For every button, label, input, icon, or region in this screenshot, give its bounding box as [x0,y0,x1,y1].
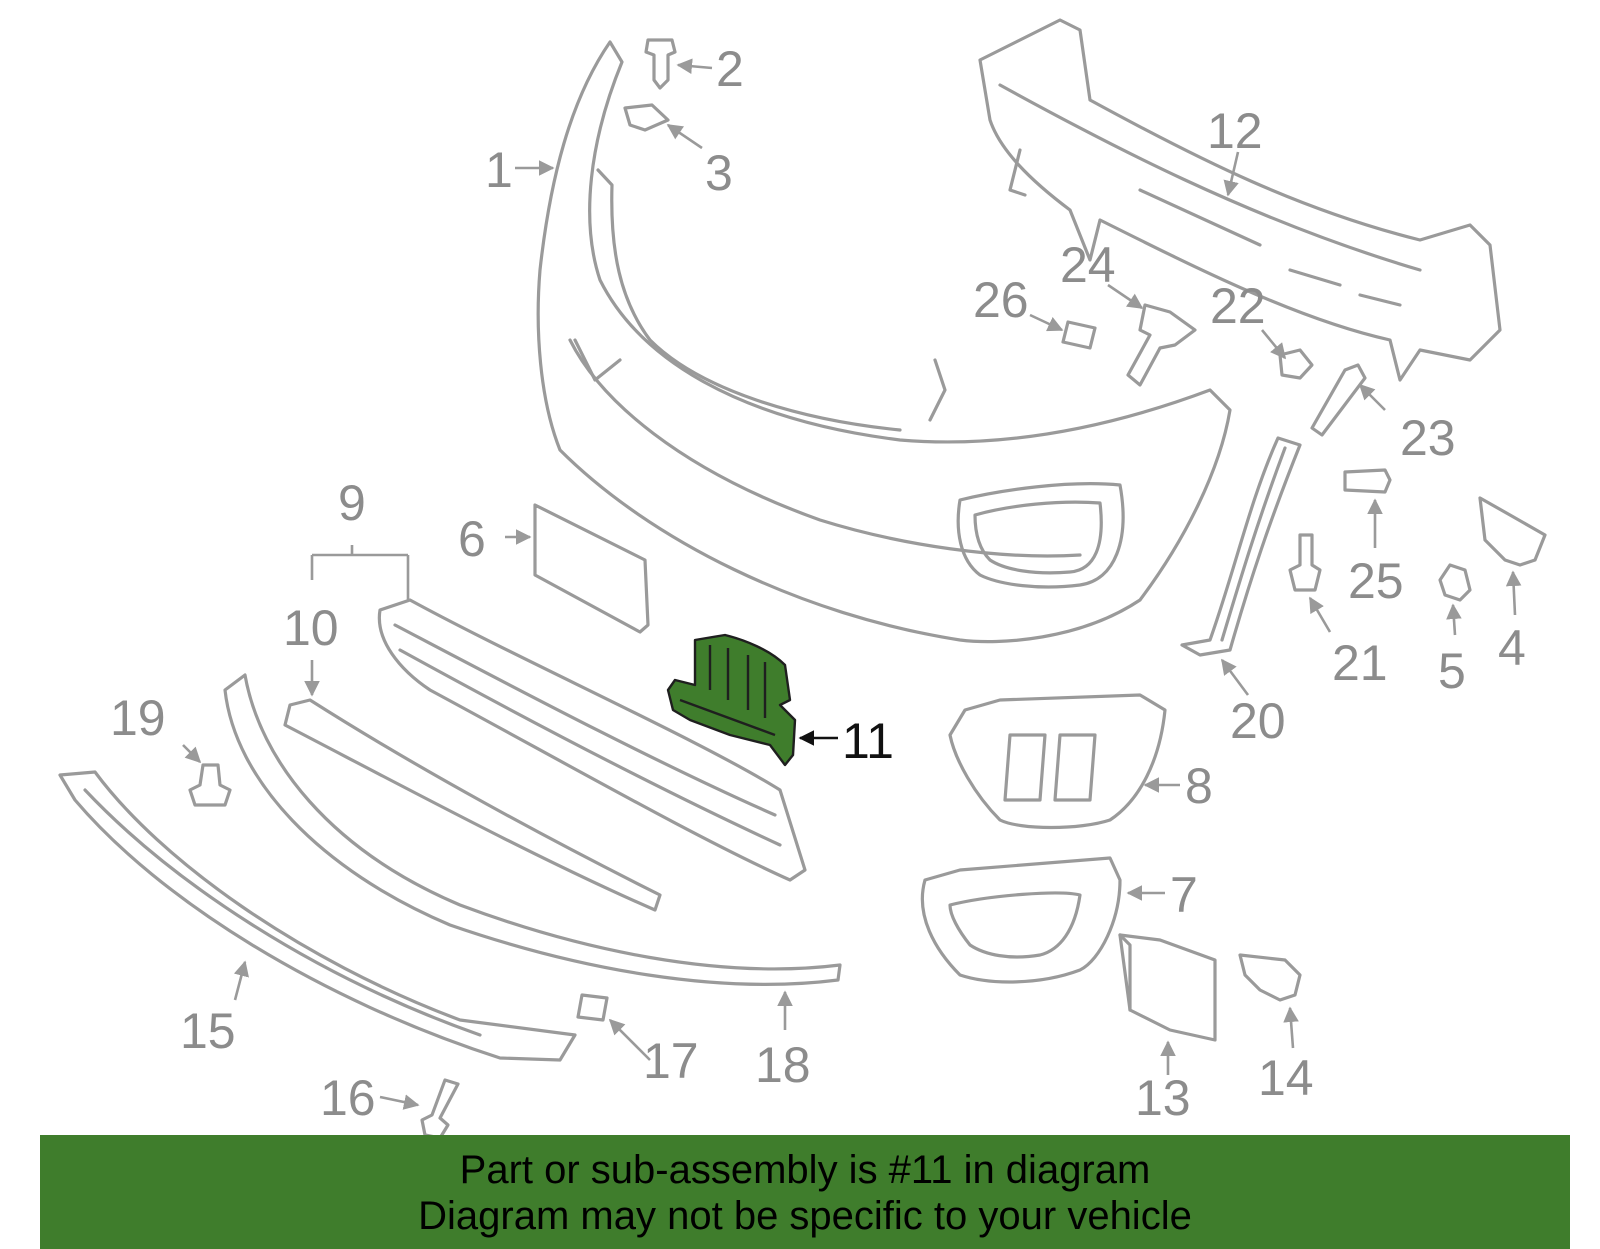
callout-14: 14 [1258,1050,1314,1106]
callout-10: 10 [283,600,339,656]
part-9-upper-grille [377,598,807,882]
callout-17: 17 [643,1033,699,1089]
part-21-bolt [1288,533,1322,592]
callout-3: 3 [705,145,733,201]
callout-19: 19 [110,690,166,746]
part-24-bracket [1126,303,1197,387]
callout-7: 7 [1170,867,1198,923]
part-7-fog-frame [920,856,1122,984]
part-8-fog-bezel [948,693,1167,830]
callout-18: 18 [755,1037,811,1093]
callout-26: 26 [973,272,1029,328]
callout-22: 22 [1210,278,1266,334]
part-4-bracket [1478,496,1547,567]
part-20-strip [1180,436,1302,657]
part-17-pad [576,993,609,1022]
callout-1: 1 [485,142,513,198]
part-3-clip [623,103,670,132]
part-13-sensor-module [1118,933,1217,1042]
callout-2: 2 [716,41,744,97]
info-banner: Part or sub-assembly is #11 in diagram D… [40,1135,1570,1249]
callout-4: 4 [1498,620,1526,676]
part-26-pad [1061,320,1097,350]
part-2-screw [644,38,677,90]
part-12-reinforcement-bar [978,18,1502,382]
callout-5: 5 [1438,643,1466,699]
banner-line-2: Diagram may not be specific to your vehi… [418,1194,1192,1238]
part-18-lower-strip [223,673,842,986]
callout-11: 11 [842,713,894,769]
callout-13: 13 [1135,1070,1191,1126]
leader-lines [182,58,1522,1110]
callout-6: 6 [458,511,486,567]
callout-24: 24 [1060,237,1116,293]
part-19-clip [188,763,232,807]
callout-labels: 1 2 3 12 24 26 22 23 25 21 5 4 20 6 9 10… [110,41,1526,1126]
callout-20: 20 [1230,693,1286,749]
callout-23: 23 [1400,410,1456,466]
callout-21: 21 [1332,635,1388,691]
banner-line-1: Part or sub-assembly is #11 in diagram [459,1148,1151,1192]
part-6-license-bracket [533,503,650,634]
callout-16: 16 [320,1070,376,1126]
part-10-trim-strip [283,698,662,912]
callout-9: 9 [338,475,366,531]
callout-25: 25 [1348,553,1404,609]
part-1-bumper-cover [536,40,1232,644]
part-16-bolt [420,1078,460,1140]
part-23-stud [1310,363,1367,437]
callout-8: 8 [1185,758,1213,814]
part-15-lower-deflector [58,770,577,1062]
part-5-fastener [1438,563,1472,602]
part-22-nut [1278,348,1314,380]
part-25-bolt [1343,468,1392,494]
callout-12: 12 [1207,103,1263,159]
part-11-highlighted-bracket [666,633,797,767]
callout-15: 15 [180,1003,236,1059]
part-14-sensor [1238,953,1302,1002]
